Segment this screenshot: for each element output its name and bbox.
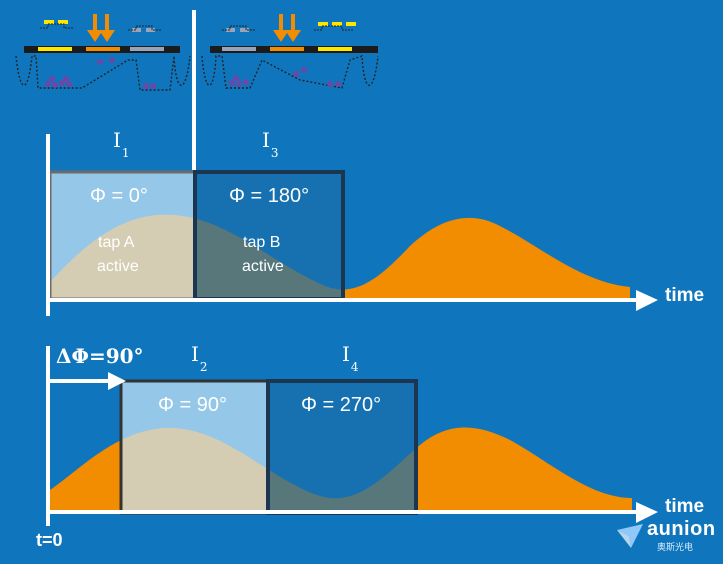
delta-phase-label: ΔΦ=90°	[56, 344, 144, 368]
phase-label-I3: Φ = 180°	[229, 185, 310, 207]
phase-label-I4: Φ = 270°	[301, 394, 382, 416]
intensity-label-I4: I4	[342, 342, 359, 374]
intensity-label-I2: I2	[191, 342, 208, 374]
logo-subtitle: 奥斯光电	[657, 542, 694, 552]
tap-a-label: tap A	[98, 234, 135, 251]
phase-label-I1: Φ = 0°	[90, 185, 148, 207]
window-I4	[266, 379, 418, 515]
time-axis-label-top: time	[665, 285, 705, 306]
start-line-top	[46, 134, 50, 316]
logo-wordmark: aunion	[647, 518, 716, 540]
origin-label: t=0	[36, 530, 63, 550]
time-axis-label-bottom: time	[665, 496, 705, 517]
phase-label-I2: Φ = 90°	[158, 394, 227, 416]
intensity-label-I3: I3	[262, 128, 279, 160]
pixel-schematic-left	[15, 14, 191, 91]
light-arrow-icon	[87, 14, 115, 42]
tap-a-state: active	[97, 258, 139, 275]
light-arrow-icon	[273, 14, 301, 42]
window-I3	[193, 170, 345, 301]
pixel-schematic-right	[201, 14, 379, 89]
window-I1	[48, 170, 197, 301]
intensity-label-I1: I1	[113, 128, 130, 160]
aunion-logo-icon	[617, 524, 643, 548]
tap-b-label: tap B	[243, 234, 281, 251]
tap-b-state: active	[242, 258, 284, 275]
aunion-logo: aunion 奥斯光电	[615, 518, 715, 552]
start-line-bottom	[46, 346, 50, 526]
schematic-divider	[192, 10, 196, 170]
